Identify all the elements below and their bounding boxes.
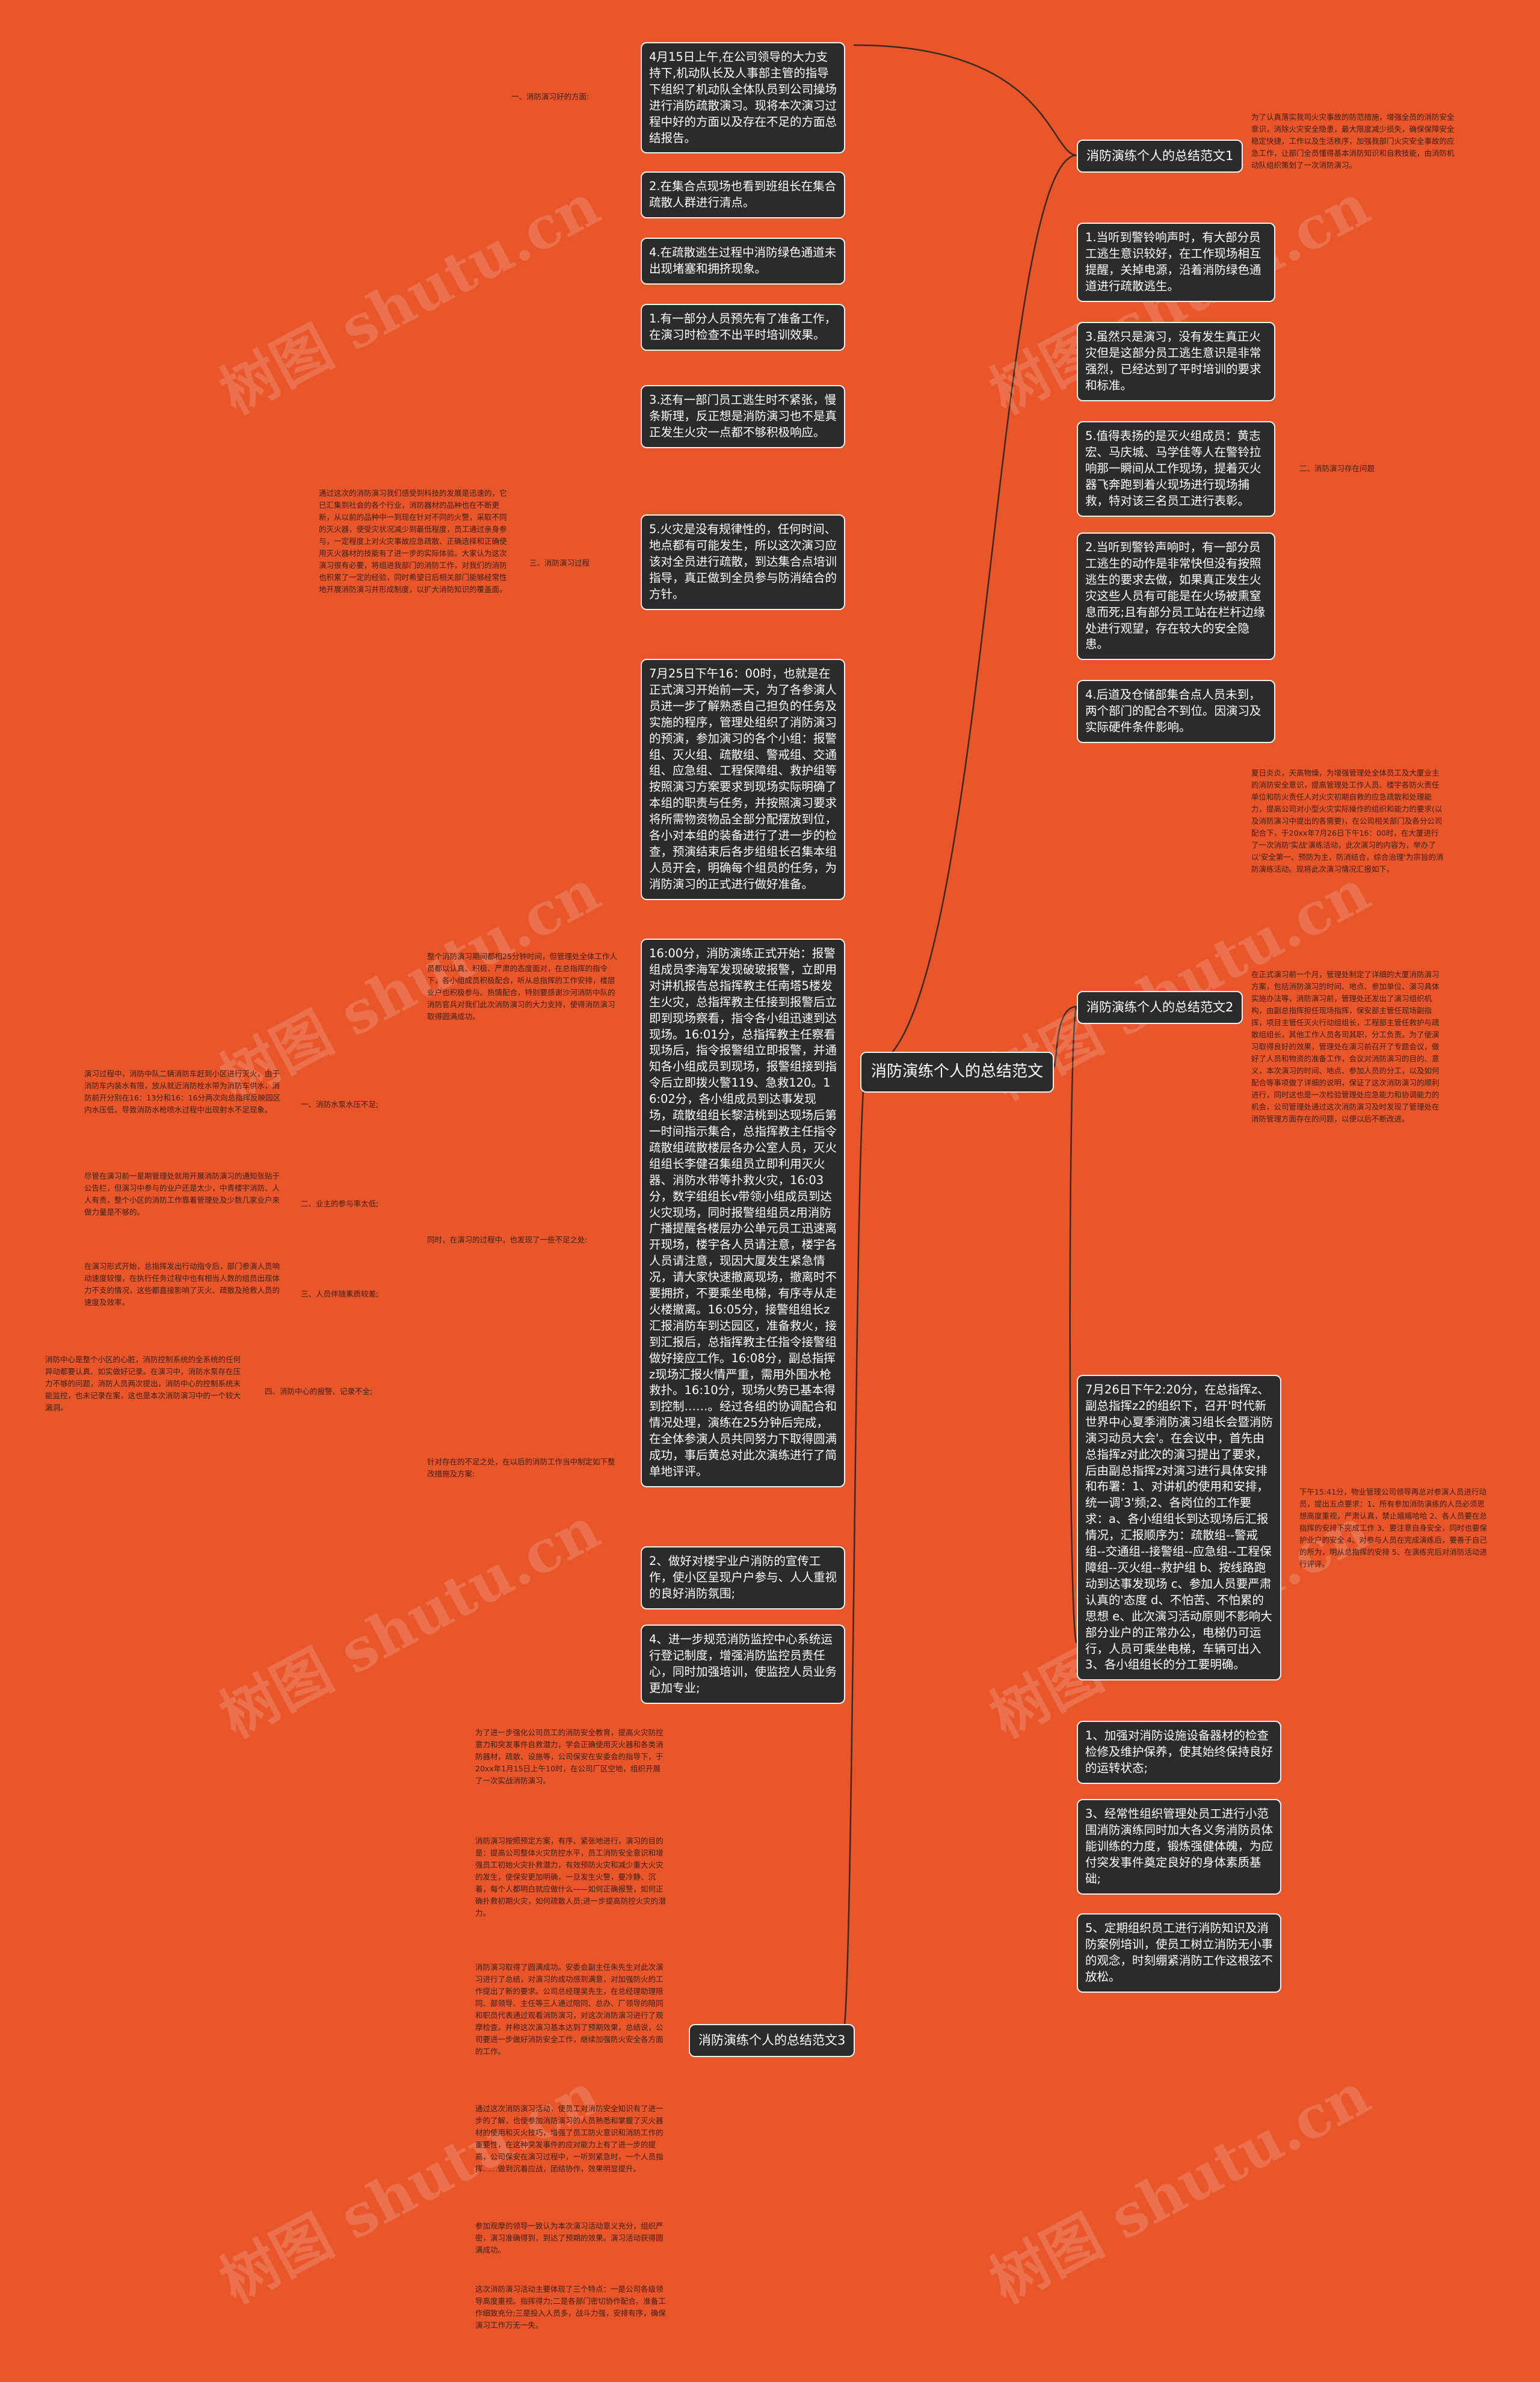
node-left-rehearsal[interactable]: 7月25日下午16：00时，也就是在正式演习开始前一天，为了各参演人员进一步了解…: [641, 659, 845, 900]
note-b2-mobilization: 下午15:41分，物业管理公司领导再总对参演人员进行动员，提出五点要求：1、所有…: [1299, 1487, 1487, 1569]
node-right-hazard[interactable]: 2.当听到警铃声响时，有一部分员工逃生的动作是非常快但没有按照逃生的要求去做，如…: [1077, 532, 1275, 661]
node-left-exit[interactable]: 4.在疏散逃生过程中消防绿色通道未出现堵塞和拥挤现象。: [641, 238, 845, 285]
branch-node-3[interactable]: 消防演练个人的总结范文3: [689, 2024, 855, 2057]
node-left-prepared[interactable]: 1.有一部分人员预先有了准备工作，在演习时检查不出平时培训效果。: [641, 304, 845, 351]
label-weak: 同时，在演习的过程中，也发现了一些不足之处:: [427, 1235, 588, 1244]
label-owner-participation: 二、业主的参与率太低;: [301, 1199, 379, 1208]
label-problems: 二、消防演习存在问题: [1299, 464, 1375, 473]
note-b3-effect: 通过这次消防演习活动，使员工对消防安全知识有了进一步的了解，也使参加消防演习的人…: [475, 2104, 664, 2173]
note-b3-process: 消防演习按照预定方案，有序、紧张地进行，演习的目的是：提高公司整体火灾防控水平，…: [475, 1836, 666, 1918]
node-right-praise[interactable]: 5.值得表扬的是灭火组成员：黄志宏、马庆城、马学佳等人在警铃拉响那一瞬间从工作现…: [1077, 421, 1275, 517]
note-b2-intro: 夏日炎炎，天高物燥，为增强管理处全体员工及大厦业主的消防安全意识，提高管理处工作…: [1251, 768, 1444, 874]
note-water-pressure: 演习过程中，消防中队二辆消防车赶到小区进行灭火，由于消防车内装水有限，放从就近消…: [84, 1069, 281, 1114]
label-process: 三、消防演习过程: [529, 558, 590, 567]
note-b3-features: 这次消防演习活动主要体现了三个特点：一是公司各级领导高度重视。指挥得力;二是各部…: [475, 2285, 666, 2330]
note-process: 通过这次的消防演习我们感受到科技的发展是迅速的，它已汇集到社会的各个行业，消防器…: [319, 489, 507, 594]
node-left-fire-random[interactable]: 5.火灾是没有规律性的，任何时间、地点都有可能发生，所以这次演习应该对全员进行疏…: [641, 514, 845, 610]
label-good-aspects: 一、消防演习好的方面:: [511, 92, 590, 101]
note-personnel-quality: 在演习形式开始，总指挥发出行动指令后，部门参演人员响动速度较慢，在执行任务过程中…: [84, 1262, 280, 1307]
edge-b2-lower: [1069, 1005, 1078, 1644]
note-b2-prep: 在正式演习前一个月，管理处制定了详细的大厦消防演习方案，包括消防演习的时间、地点…: [1251, 970, 1440, 1123]
label-personnel-quality: 三、人员伴随素质较差;: [301, 1289, 379, 1298]
node-right-knowledge[interactable]: 5、定期组织员工进行消防知识及消防案例培训，使员工树立消防无小事的观念，时刻绷紧…: [1077, 1913, 1281, 1993]
note-b3-intro: 为了进一步强化公司员工的消防安全教育，提高火灾防控意力和突发事件自救潜力，学会正…: [475, 1728, 664, 1785]
node-left-slow[interactable]: 3.还有一部门员工逃生时不紧张，慢条斯理，反正想是消防演习也不是真正发生火灾一点…: [641, 385, 845, 448]
note-owner-participation: 尽管在演习前一星期管理处就用开展消防演习的通知张贴于公告栏，但演习中参与的业户还…: [84, 1171, 280, 1217]
edge-b1-upper: [853, 44, 1078, 156]
watermark: 树图 shutu.cn: [209, 2060, 611, 2316]
node-left-gather[interactable]: 2.在集合点现场也看到班组长在集合疏散人群进行清点。: [641, 171, 845, 218]
note-weak-intro: 整个消防演习期间都相25分钟时间，但管理处全体工作人员都以认真、积极、严肃的态度…: [427, 952, 617, 1021]
edge-root-b1: [865, 154, 1078, 1069]
node-left-monitor[interactable]: 4、进一步规范消防监控中心系统运行登记制度，增强消防监控员责任心，同时加强培训，…: [641, 1625, 845, 1704]
edge-root-b3: [841, 1067, 867, 2041]
node-left-intro[interactable]: 4月15日上午,在公司领导的大力支持下,机动队长及人事部主管的指导下组织了机动队…: [641, 42, 845, 154]
branch-node-2[interactable]: 消防演练个人的总结范文2: [1077, 991, 1243, 1024]
node-right-awareness[interactable]: 3.虽然只是演习，没有发生真正火灾但是这部分员工逃生意识是非常强烈，已经达到了平…: [1077, 322, 1275, 401]
node-right-training[interactable]: 3、经常性组织管理处员工进行小范围消防演练同时加大各义务消防员体能训练的力度，锻…: [1077, 1799, 1281, 1895]
watermark: 树图 shutu.cn: [979, 2060, 1381, 2316]
label-control-center: 四、消防中心的报警、记录不全;: [265, 1387, 373, 1396]
watermark: 树图 shutu.cn: [209, 170, 611, 427]
node-right-assembly[interactable]: 4.后道及仓储部集合点人员未到，两个部门的配合不到位。因演习及实际硬件条件影响。: [1077, 680, 1275, 743]
label-water-pressure: 一、消防水泵水压不足;: [301, 1100, 379, 1109]
note-b3-review: 参加观摩的领导一致认为本次演习活动意义充分，组织严密，演习准确得到，到达了预期的…: [475, 2221, 664, 2254]
node-right-equipment[interactable]: 1、加强对消防设施设备器材的检查检修及维护保养，使其始终保持良好的运转状态;: [1077, 1721, 1281, 1784]
watermark: 树图 shutu.cn: [209, 1494, 611, 1751]
branch-node-1[interactable]: 消防演练个人的总结范文1: [1077, 140, 1243, 173]
note-control-center: 消防中心是整个小区的心脏，消防控制系统的全系统的任何异动都要认真、如实做好记录。…: [45, 1355, 241, 1412]
note-b3-result: 消防演习取得了圆满成功。安委会副主任朱先生对此次演习进行了总结，对演习的成功感到…: [475, 1963, 664, 2056]
root-node[interactable]: 消防演练个人的总结范文: [860, 1052, 1055, 1093]
node-left-drill-start[interactable]: 16:00分，消防演练正式开始：报警组成员李海军发现破玻报警，立即用对讲机报告总…: [641, 939, 845, 1487]
note-future-measures: 针对存在的不足之处，在以后的消防工作当中制定如下整改措施及方案:: [427, 1457, 615, 1478]
node-right-mobilization[interactable]: 7月26日下午2:20分，在总指挥z、副总指挥z2的组织下，召开'时代新世界中心…: [1077, 1375, 1281, 1681]
node-right-escape[interactable]: 1.当听到警铃响声时，有大部分员工逃生意识较好，在工作现场相互提醒，关掉电源，沿…: [1077, 223, 1275, 302]
node-left-promo[interactable]: 2、做好对楼宇业户消防的宣传工作，使小区呈现户户参与、人人重视的良好消防氛围;: [641, 1546, 845, 1609]
note-b1-intro: 为了认真落实我司火灾事故的防范措施，增强全员的消防安全意识，消除火灾安全隐患，最…: [1251, 113, 1455, 170]
